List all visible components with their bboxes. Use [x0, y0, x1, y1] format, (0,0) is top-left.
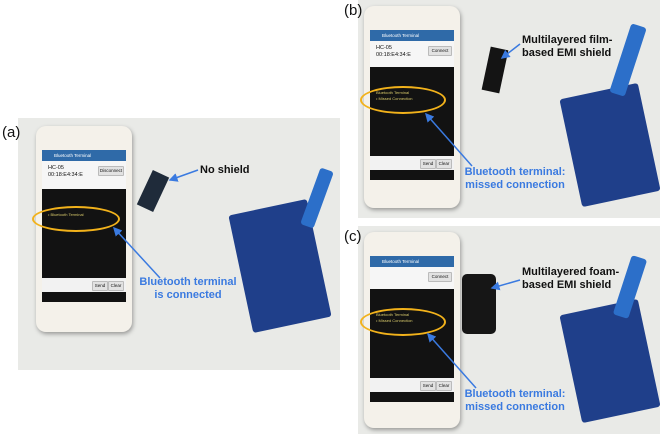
shield-line: Multilayered film- [522, 34, 613, 46]
device-name: HC-05 [376, 45, 392, 51]
app-title-bar: Bluetooth Terminal [42, 150, 126, 161]
shield-line: Multilayered foam- [522, 266, 620, 278]
panel-label-c: (c) [344, 228, 362, 245]
arrow [425, 112, 473, 167]
shield-line: based EMI shield [522, 279, 612, 291]
device-address: 00:18:E4:34:E [376, 52, 411, 58]
shield-line: based EMI shield [522, 47, 612, 59]
clear-button[interactable]: Clear [436, 159, 452, 169]
panel-b: Bluetooth Terminal HC-05 00:18:E4:34:E C… [358, 0, 660, 218]
device-area: HC-05 00:18:E4:34:E Disconnect [42, 161, 126, 189]
device-area: HC-05 00:18:E4:34:E Connect [370, 41, 454, 67]
send-button[interactable]: Send [420, 159, 436, 169]
device-name: HC-05 [48, 165, 64, 171]
status-label: Bluetooth terminal: missed connection [456, 166, 574, 192]
arrow [112, 226, 161, 279]
highlight-ellipse [32, 206, 120, 232]
shield-label: Multilayered foam- based EMI shield [522, 266, 619, 292]
device-address: 00:18:E4:34:E [48, 172, 83, 178]
input-bar: Send Clear [370, 378, 454, 392]
device-area: Connect [370, 267, 454, 289]
shield-label: Multilayered film- based EMI shield [522, 34, 612, 60]
input-bar: Send Clear [370, 156, 454, 170]
disconnect-button[interactable]: Disconnect [98, 166, 124, 176]
arrow [168, 169, 199, 182]
status-label: Bluetooth terminal: missed connection [456, 388, 574, 414]
input-bar: Send Clear [42, 278, 126, 292]
status-line: Bluetooth terminal: [464, 388, 566, 400]
status-line: Bluetooth terminal [139, 276, 237, 288]
highlight-ellipse [360, 86, 446, 114]
panel-label-b: (b) [344, 2, 363, 19]
clear-button[interactable]: Clear [108, 281, 124, 291]
arrow [490, 279, 521, 291]
panel-label-a: (a) [2, 124, 21, 141]
highlight-ellipse [360, 308, 446, 336]
connect-button[interactable]: Connect [428, 46, 452, 56]
connect-button[interactable]: Connect [428, 272, 452, 282]
clear-button[interactable]: Clear [436, 381, 452, 391]
app-title-bar: Bluetooth Terminal [370, 30, 454, 41]
status-label: Bluetooth terminal is connected [124, 276, 252, 302]
send-button[interactable]: Send [420, 381, 436, 391]
status-line: Bluetooth terminal: [464, 166, 566, 178]
panel-c: Bluetooth Terminal Connect Bluetooth Ter… [358, 226, 660, 434]
send-button[interactable]: Send [92, 281, 108, 291]
status-line: is connected [154, 289, 222, 301]
status-line: missed connection [465, 401, 565, 413]
arrow [427, 332, 477, 389]
arrow [500, 43, 521, 59]
emi-shield-foam [462, 274, 496, 334]
app-title-bar: Bluetooth Terminal [370, 256, 454, 267]
shield-label: No shield [200, 164, 250, 176]
status-line: missed connection [465, 179, 565, 191]
